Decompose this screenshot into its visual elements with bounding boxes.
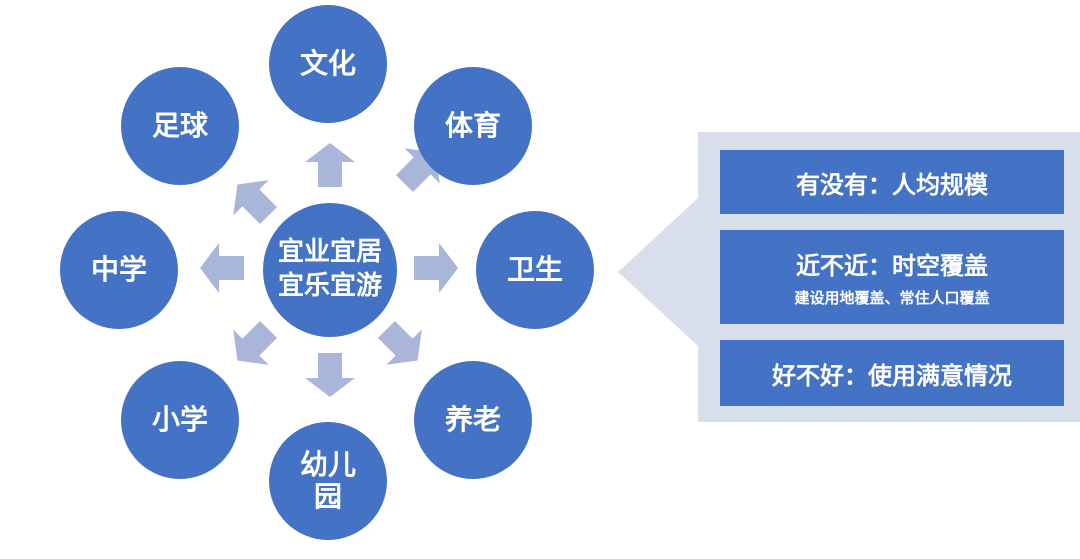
node-middle: 中学: [60, 211, 178, 329]
node-football: 足球: [121, 67, 239, 185]
center-circle: 宜业宜居 宜乐宜游: [263, 203, 397, 337]
node-health-label: 卫生: [506, 252, 563, 286]
criteria-proximity: 近不近：时空覆盖 建设用地覆盖、常住人口覆盖: [720, 230, 1064, 324]
criteria-existence-label: 有没有：人均规模: [796, 170, 988, 199]
criteria-proximity-sub: 建设用地覆盖、常住人口覆盖: [794, 289, 990, 307]
criteria-existence: 有没有：人均规模: [720, 150, 1064, 214]
node-football-label: 足球: [151, 108, 208, 142]
node-primary: 小学: [121, 361, 239, 479]
arrow-right: [414, 243, 458, 293]
node-kindergarten: 幼儿 园: [269, 422, 387, 540]
node-middle-label: 中学: [90, 252, 147, 286]
center-line1: 宜业宜居: [277, 237, 382, 268]
arrow-down-right: [377, 320, 422, 365]
node-elderly-label: 养老: [444, 402, 501, 436]
node-culture: 文化: [269, 5, 387, 123]
node-kindergarten-line2: 园: [313, 480, 342, 513]
criteria-proximity-label: 近不近：时空覆盖: [796, 252, 988, 280]
center-line2: 宜乐宜游: [277, 271, 382, 301]
node-sports-label: 体育: [444, 108, 501, 142]
arrow-left: [200, 243, 244, 293]
node-kindergarten-line1: 幼儿: [299, 447, 356, 481]
arrow-down-left: [233, 320, 278, 365]
node-culture-label: 文化: [299, 46, 356, 80]
panel-pointer: [618, 198, 698, 346]
arrow-up-left: [233, 180, 278, 225]
arrow-up: [305, 143, 355, 187]
node-sports: 体育: [414, 67, 532, 185]
arrow-down: [305, 353, 355, 397]
criteria-quality: 好不好：使用满意情况: [720, 340, 1064, 406]
node-elderly: 养老: [414, 361, 532, 479]
node-health: 卫生: [476, 211, 594, 329]
criteria-quality-label: 好不好：使用满意情况: [772, 361, 1012, 390]
node-primary-label: 小学: [151, 402, 208, 436]
